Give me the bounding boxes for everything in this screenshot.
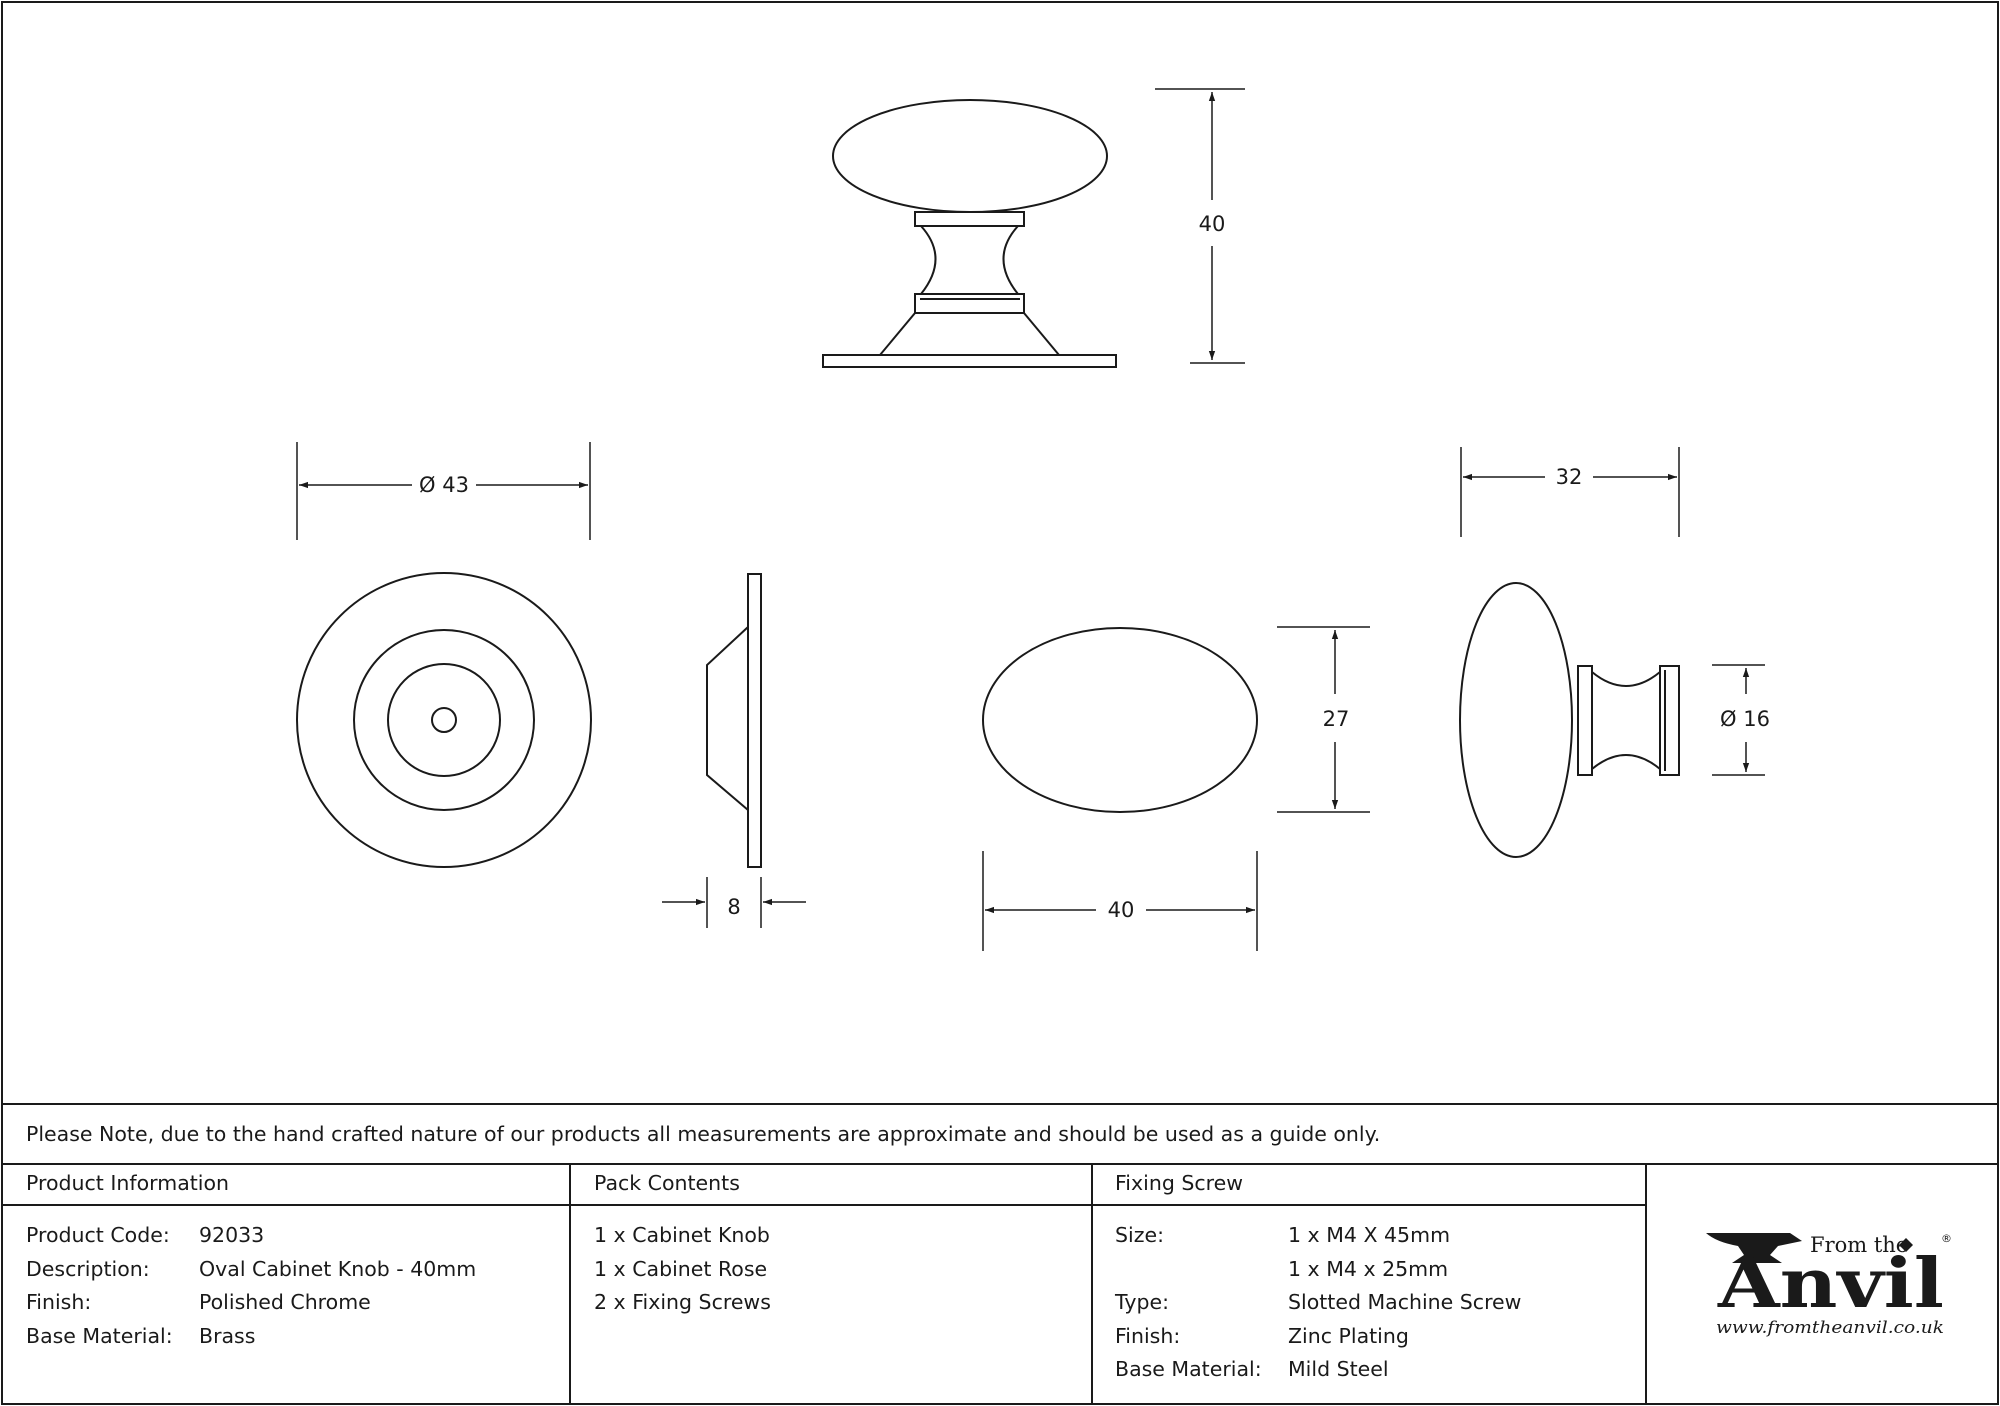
knob-lower-collar: [914, 293, 1025, 314]
registered-mark: ®: [1941, 1232, 1952, 1245]
screw-size-value-2: 1 x M4 x 25mm: [1288, 1257, 1448, 1281]
brand-url: www.fromtheanvil.co.uk: [1716, 1318, 1944, 1338]
front-height-dimension: [1155, 88, 1245, 364]
fixing-screw-heading: Fixing Screw: [1115, 1171, 1243, 1195]
screw-hole: [431, 707, 457, 733]
base-material-value: Brass: [199, 1324, 255, 1348]
side-depth-dimension: [1460, 447, 1680, 537]
front-height-label: 40: [1199, 212, 1226, 236]
info-table-grid: [2, 1103, 1998, 1404]
knob-top-view-oval: [982, 627, 1258, 813]
screw-finish-label: Finish:: [1115, 1324, 1180, 1348]
rose-diameter-dimension: [296, 442, 591, 540]
pack-contents-heading: Pack Contents: [594, 1171, 740, 1195]
side-depth-label: 32: [1556, 465, 1583, 489]
product-code-label: Product Code:: [26, 1223, 170, 1247]
knob-length-label: 40: [1108, 898, 1135, 922]
rose-depth-label: 8: [727, 895, 740, 919]
pack-item: 2 x Fixing Screws: [594, 1290, 771, 1314]
neck-diameter-dimension: [1712, 664, 1765, 776]
knob-length-dimension: [982, 851, 1258, 951]
anvil-icon: [1706, 1233, 1802, 1263]
knob-side-collar-outer: [1659, 665, 1680, 776]
diamond-icon: [1899, 1238, 1913, 1252]
rose-depth-dimension: [662, 877, 806, 928]
knob-head-outline: [832, 99, 1108, 213]
rose-cone-outline: [879, 312, 1060, 356]
base-material-label: Base Material:: [26, 1324, 173, 1348]
screw-type-label: Type:: [1114, 1290, 1169, 1314]
finish-label: Finish:: [26, 1290, 91, 1314]
knob-neck-outline: [920, 225, 1019, 295]
description-label: Description:: [26, 1257, 150, 1281]
knob-side-neck: [1591, 671, 1661, 770]
knob-upper-collar: [914, 211, 1025, 227]
screw-base-material-value: Mild Steel: [1288, 1357, 1389, 1381]
finish-value: Polished Chrome: [199, 1290, 371, 1314]
screw-size-label: Size:: [1115, 1223, 1164, 1247]
knob-width-label: 27: [1323, 707, 1350, 731]
description-value: Oval Cabinet Knob - 40mm: [199, 1257, 476, 1281]
disclaimer-note: Please Note, due to the hand crafted nat…: [26, 1122, 1380, 1146]
front-elevation-view: [822, 99, 1117, 368]
brand-logo: From the ® Anvil www.fromtheanvil.co.uk: [1706, 1232, 1952, 1338]
pack-item: 1 x Cabinet Knob: [594, 1223, 770, 1247]
rose-plate-profile: [747, 573, 762, 868]
screw-size-value: 1 x M4 X 45mm: [1288, 1223, 1450, 1247]
rose-side-view: [706, 573, 762, 868]
knob-side-collar-inner: [1577, 665, 1593, 776]
knob-width-dimension: [1277, 626, 1370, 813]
screw-base-material-label: Base Material:: [1115, 1357, 1262, 1381]
product-info-heading: Product Information: [26, 1171, 229, 1195]
knob-side-view: [1459, 582, 1680, 858]
knob-side-head: [1459, 582, 1573, 858]
brand-name: Anvil: [1717, 1244, 1944, 1324]
neck-diameter-label: Ø 16: [1720, 707, 1770, 731]
screw-type-value: Slotted Machine Screw: [1288, 1290, 1521, 1314]
brand-from-the: From the: [1810, 1233, 1908, 1257]
rose-plan-view: [296, 572, 592, 868]
screw-finish-value: Zinc Plating: [1288, 1324, 1409, 1348]
pack-item: 1 x Cabinet Rose: [594, 1257, 767, 1281]
rose-cone-profile: [706, 626, 749, 811]
rose-base-plate: [822, 354, 1117, 368]
product-code-value: 92033: [199, 1223, 264, 1247]
rose-diameter-label: Ø 43: [419, 473, 469, 497]
